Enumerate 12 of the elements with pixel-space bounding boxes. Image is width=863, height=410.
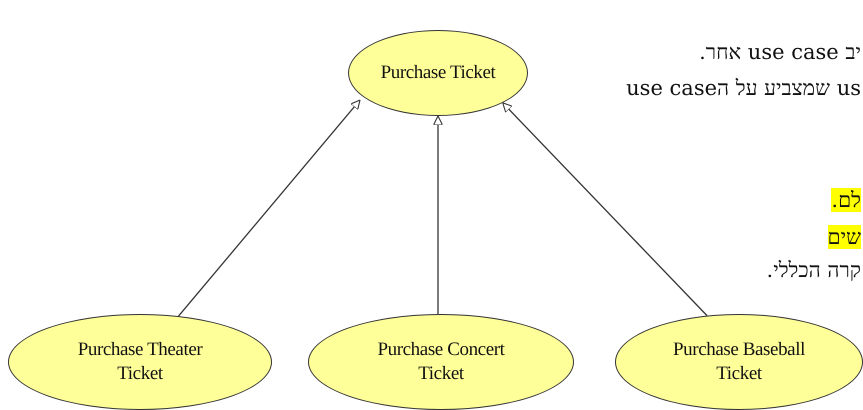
use-case-ellipse: Purchase Ticket bbox=[348, 30, 528, 116]
text-fragment: יב use case אחר. bbox=[699, 40, 861, 64]
use-case-ellipse: Purchase Concert Ticket bbox=[308, 314, 574, 410]
highlighted-text: שים bbox=[828, 225, 861, 249]
use-case-ellipse: Purchase Theater Ticket bbox=[8, 314, 272, 410]
text-fragment: us שמצביע על הuse case bbox=[626, 76, 861, 100]
generalization-arrow bbox=[502, 102, 708, 316]
use-case-ellipse: Purchase Baseball Ticket bbox=[615, 314, 863, 410]
generalization-arrow bbox=[432, 115, 444, 314]
generalization-arrow bbox=[178, 99, 361, 316]
text-fragment: קרה הכללי. bbox=[766, 258, 861, 282]
highlighted-text: לם. bbox=[831, 188, 861, 212]
